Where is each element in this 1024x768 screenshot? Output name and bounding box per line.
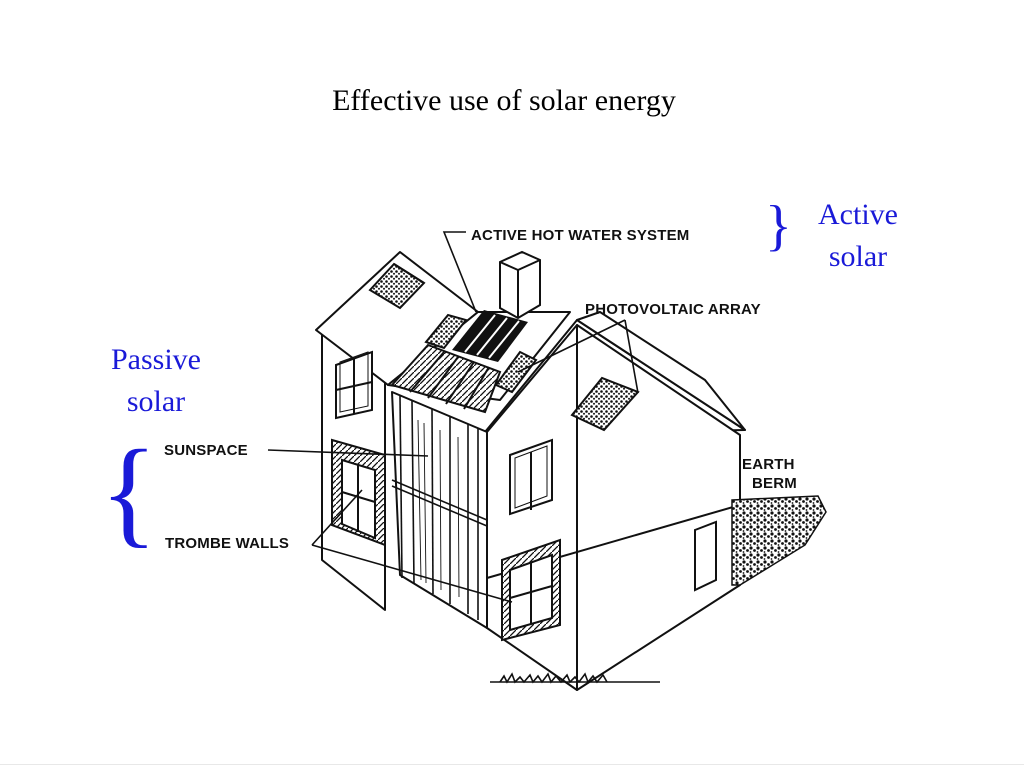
callout-earth-berm: EARTH BERM: [742, 455, 797, 493]
callout-photovoltaic-array: PHOTOVOLTAIC ARRAY: [585, 301, 761, 318]
chimney: [499, 250, 541, 320]
sunspace-sloped-glazing: [390, 343, 502, 414]
side-door: [694, 520, 717, 592]
sunspace-glazing: [391, 391, 488, 629]
pv-panel-center-roof: [424, 313, 468, 350]
callout-earth-berm-line2: BERM: [752, 475, 797, 492]
passive-solar-label-line1: Passive: [111, 343, 201, 376]
passive-solar-brace: {: [100, 425, 158, 558]
passive-solar-label: Passive solar: [96, 339, 216, 423]
callout-leaders: [267, 231, 639, 603]
sunspace-mullions: [391, 395, 488, 620]
earth-berm: [731, 495, 827, 586]
active-solar-label-line2: solar: [828, 240, 888, 273]
callout-hot-water-system: ACTIVE HOT WATER SYSTEM: [471, 227, 690, 244]
active-solar-brace: }: [765, 195, 792, 257]
callout-trombe-walls: TROMBE WALLS: [165, 535, 290, 552]
footer-divider: [0, 764, 1024, 765]
callout-sunspace: SUNSPACE: [164, 442, 248, 459]
hot-water-collector: [452, 310, 528, 362]
slide-title: Effective use of solar energy: [332, 84, 676, 117]
ground-grass: [490, 672, 660, 684]
back-roof: [576, 311, 746, 431]
active-solar-label: Active solar: [800, 194, 916, 278]
callout-earth-berm-line1: EARTH: [742, 456, 795, 473]
pv-panel-center-roof-lower: [494, 350, 538, 394]
passive-solar-label-line2: solar: [126, 385, 186, 418]
right-block-windows: [501, 438, 717, 642]
active-solar-label-line1: Active: [818, 198, 898, 231]
left-block-windows: [331, 350, 386, 547]
